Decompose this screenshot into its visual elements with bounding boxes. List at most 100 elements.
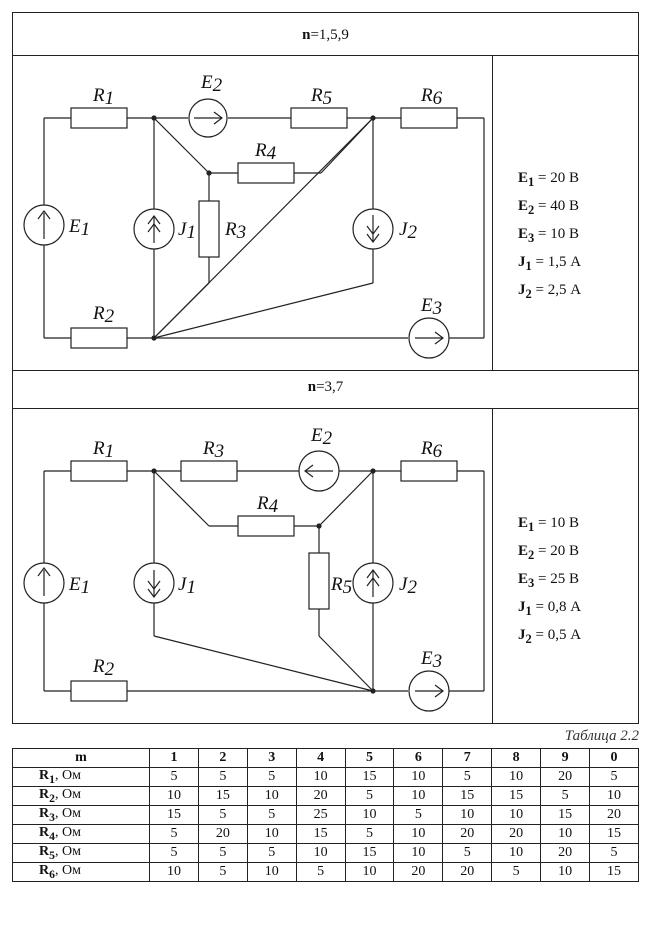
- label-R1: R1: [92, 85, 114, 109]
- table-col-header: 6: [393, 748, 444, 768]
- table-cell: 5: [149, 767, 199, 787]
- table-cell: 15: [491, 786, 542, 806]
- table-cell: 5: [344, 824, 395, 844]
- table-cell: 5: [246, 767, 297, 787]
- table-cell: 5: [197, 843, 248, 863]
- table-cell: 20: [442, 824, 493, 844]
- table-row-label: R6, Ом: [12, 862, 150, 882]
- label-E3: E3: [420, 648, 442, 672]
- table-col-header: 5: [344, 748, 395, 768]
- table-cell: 15: [344, 843, 395, 863]
- table-row-label: R1, Ом: [12, 767, 150, 787]
- label-R2: R2: [92, 656, 115, 680]
- table-cell: 10: [540, 862, 591, 882]
- label-E1: E1: [68, 216, 90, 240]
- table-cell: 10: [442, 805, 493, 825]
- table-cell: 20: [589, 805, 639, 825]
- label-J1: J1: [178, 219, 196, 243]
- param-line: E3 = 10 В: [518, 226, 579, 245]
- table-head-m: m: [12, 748, 150, 768]
- table-cell: 5: [589, 843, 639, 863]
- table-cell: 10: [149, 786, 199, 806]
- table-cell: 20: [540, 767, 591, 787]
- table-cell: 10: [393, 843, 444, 863]
- table-cell: 10: [344, 862, 395, 882]
- table-cell: 20: [197, 824, 248, 844]
- label-R1: R1: [92, 438, 114, 462]
- table-cell: 10: [589, 786, 639, 806]
- table-cell: 15: [442, 786, 493, 806]
- table-cell: 10: [246, 862, 297, 882]
- table-cell: 5: [246, 843, 297, 863]
- section2-header: n=3,7: [307, 379, 344, 395]
- label-R3: R3: [224, 219, 246, 243]
- label-R5: R5: [310, 85, 332, 109]
- table-cell: 20: [442, 862, 493, 882]
- param-line: E1 = 10 В: [518, 515, 579, 534]
- table-cell: 5: [197, 767, 248, 787]
- table-cell: 10: [295, 843, 346, 863]
- table-cell: 10: [295, 767, 346, 787]
- table-cell: 5: [442, 843, 493, 863]
- table-cell: 15: [295, 824, 346, 844]
- table-col-header: 4: [295, 748, 346, 768]
- table-caption: Таблица 2.2: [564, 728, 639, 744]
- divider: [13, 55, 638, 56]
- table-cell: 10: [344, 805, 395, 825]
- table-cell: 10: [393, 786, 444, 806]
- label-R3: R3: [202, 438, 224, 462]
- table-cell: 10: [393, 767, 444, 787]
- table-cell: 10: [491, 767, 542, 787]
- table-cell: 25: [295, 805, 346, 825]
- table-cell: 20: [491, 824, 542, 844]
- table-cell: 10: [149, 862, 199, 882]
- table-cell: 5: [540, 786, 591, 806]
- divider: [492, 408, 493, 724]
- table-cell: 5: [393, 805, 444, 825]
- table-cell: 5: [491, 862, 542, 882]
- label-E3: E3: [420, 295, 442, 319]
- label-E1: E1: [68, 574, 90, 598]
- table-cell: 20: [295, 786, 346, 806]
- table-cell: 15: [197, 786, 248, 806]
- table-cell: 5: [344, 786, 395, 806]
- circuit-diagram-2: R1 R3 E2 R6 R4 E1 J1 R5 J2 R2 E3: [23, 425, 485, 712]
- section2-header-text: =3,7: [316, 379, 344, 395]
- label-R4: R4: [254, 140, 277, 164]
- table-cell: 15: [149, 805, 199, 825]
- table-cell: 10: [491, 805, 542, 825]
- table-cell: 10: [246, 786, 297, 806]
- divider: [13, 370, 638, 371]
- circuit-diagram-1: R1 E2 R5 R6 R4 E1 J1 R3 J2 R2 E3: [23, 72, 485, 359]
- table-cell: 5: [197, 805, 248, 825]
- table-cell: 10: [540, 824, 591, 844]
- param-line: E2 = 40 В: [518, 198, 579, 217]
- table-cell: 20: [540, 843, 591, 863]
- table-cell: 5: [295, 862, 346, 882]
- table-row-label: R3, Ом: [12, 805, 150, 825]
- table-cell: 5: [246, 805, 297, 825]
- table-col-header: 3: [246, 748, 297, 768]
- table-cell: 5: [197, 862, 248, 882]
- param-line: J2 = 0,5 А: [518, 627, 582, 646]
- label-R4: R4: [256, 493, 279, 517]
- label-J2: J2: [399, 574, 417, 598]
- table-cell: 5: [589, 767, 639, 787]
- table-col-header: 0: [589, 748, 639, 768]
- label-R6: R6: [420, 85, 443, 109]
- table-cell: 15: [540, 805, 591, 825]
- param-line: J1 = 1,5 А: [518, 254, 582, 273]
- table-col-header: 1: [149, 748, 199, 768]
- table-cell: 15: [589, 862, 639, 882]
